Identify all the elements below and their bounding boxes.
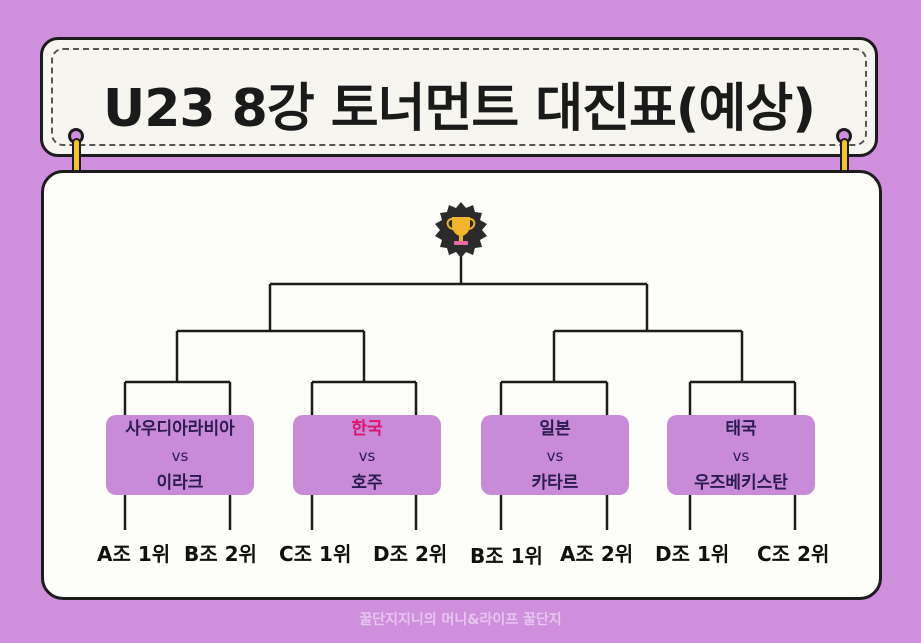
title-dashed-border — [51, 48, 867, 146]
match-box-4: 태국 vs 우즈베키스탄 — [667, 415, 815, 495]
vs-label: vs — [546, 447, 564, 465]
footer-credit: 꿀단지지니의 머니&라이프 꿀단지 — [359, 612, 562, 628]
seed-label: B조 2위 — [184, 542, 257, 566]
match-box-3: 일본 vs 카타르 — [481, 415, 629, 495]
team-name: 일본 — [539, 419, 571, 439]
trophy-icon — [435, 202, 487, 258]
match-box-2: 한국 vs 호주 — [293, 415, 441, 495]
seed-label: D조 1위 — [655, 542, 730, 566]
vs-label: vs — [171, 447, 189, 465]
team-name-highlighted: 한국 — [351, 419, 383, 439]
team-name: 사우디아라비아 — [125, 419, 235, 439]
vs-label: vs — [732, 447, 750, 465]
seed-label: A조 2위 — [560, 542, 634, 566]
vs-label: vs — [358, 447, 376, 465]
seed-label: D조 2위 — [373, 542, 448, 566]
seed-label: C조 1위 — [279, 542, 352, 566]
seed-label: A조 1위 — [97, 542, 171, 566]
team-name: 우즈베키스탄 — [694, 473, 788, 493]
team-name: 이라크 — [156, 473, 204, 493]
title-card: U23 8강 토너먼트 대진표(예상) — [40, 37, 878, 157]
seed-label: B조 1위 — [470, 544, 543, 568]
team-name: 호주 — [351, 473, 383, 493]
page-title: U23 8강 토너먼트 대진표(예상) — [102, 79, 816, 139]
seed-label: C조 2위 — [757, 542, 830, 566]
match-box-1: 사우디아라비아 vs 이라크 — [106, 415, 254, 495]
team-name: 카타르 — [531, 473, 579, 493]
team-name: 태국 — [725, 419, 757, 439]
